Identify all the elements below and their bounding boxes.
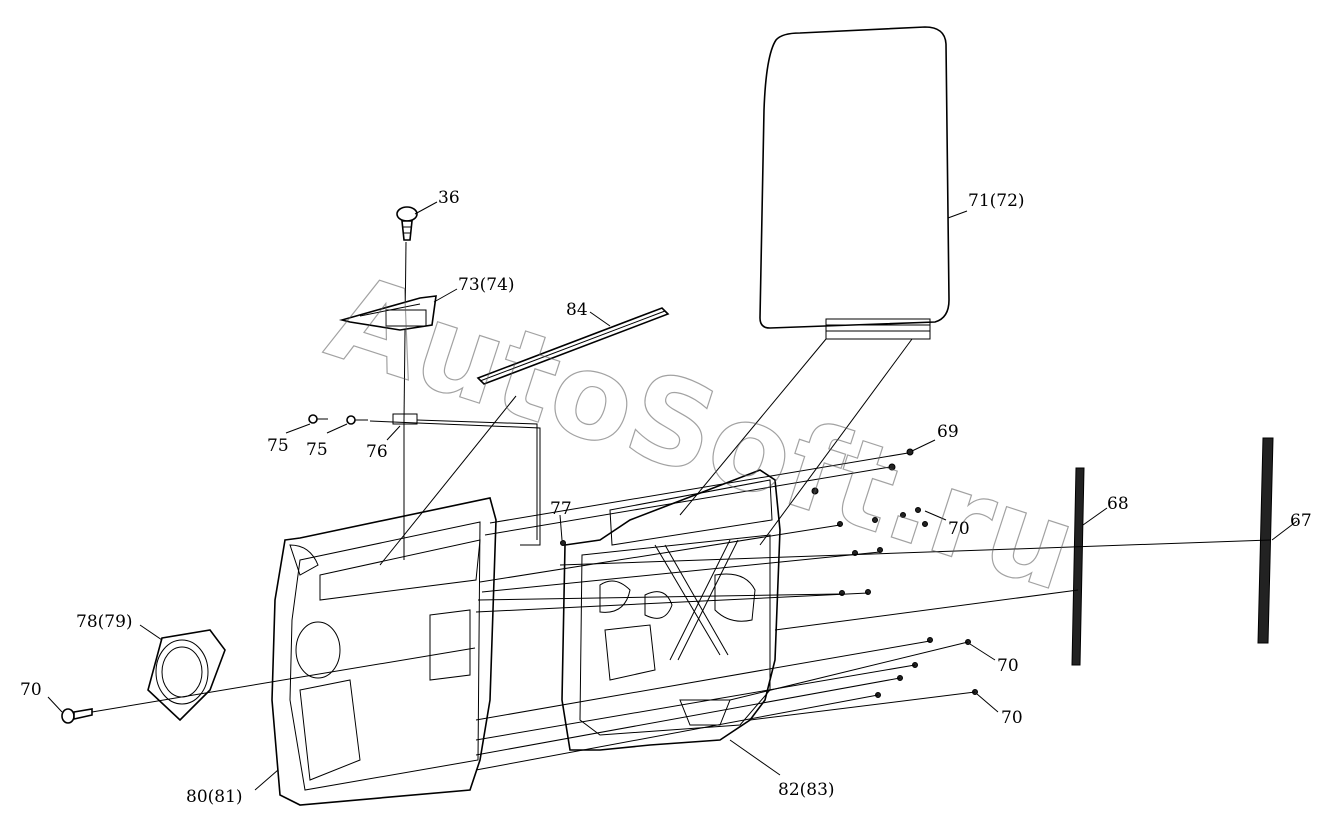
assembly-lines xyxy=(91,338,1271,771)
label-69: 69 xyxy=(937,422,959,442)
cable-76 xyxy=(369,413,541,546)
label-76: 76 xyxy=(366,442,388,462)
screw-70-left xyxy=(61,708,93,724)
label-80-81: 80(81) xyxy=(186,787,243,807)
label-77: 77 xyxy=(550,499,572,519)
label-70-left: 70 xyxy=(20,680,42,700)
label-70-low: 70 xyxy=(1001,708,1023,728)
label-82-83: 82(83) xyxy=(778,780,835,800)
label-36: 36 xyxy=(438,188,460,208)
handle-bracket xyxy=(338,295,437,331)
door-inner-frame xyxy=(561,469,781,751)
label-68: 68 xyxy=(1107,494,1129,514)
label-75-a: 75 xyxy=(267,436,289,456)
speaker-grille xyxy=(147,629,226,722)
bolt-36 xyxy=(396,206,418,421)
screws-75 xyxy=(308,414,368,425)
callout-labels: 36 71(72) 73(74) 84 75 75 76 69 77 70 68… xyxy=(20,188,1312,807)
label-84: 84 xyxy=(566,300,588,320)
seal-strip-68 xyxy=(1071,467,1085,666)
door-glass xyxy=(759,26,950,340)
door-trim-panel xyxy=(271,497,497,806)
label-75-b: 75 xyxy=(306,440,328,460)
leader-lines xyxy=(47,201,1298,791)
label-78-79: 78(79) xyxy=(76,612,133,632)
label-70-mid: 70 xyxy=(997,656,1019,676)
beltline-seal xyxy=(476,307,670,385)
label-67: 67 xyxy=(1290,511,1312,531)
label-70-right: 70 xyxy=(948,519,970,539)
label-73-74: 73(74) xyxy=(458,275,515,295)
label-71-72: 71(72) xyxy=(968,191,1025,211)
